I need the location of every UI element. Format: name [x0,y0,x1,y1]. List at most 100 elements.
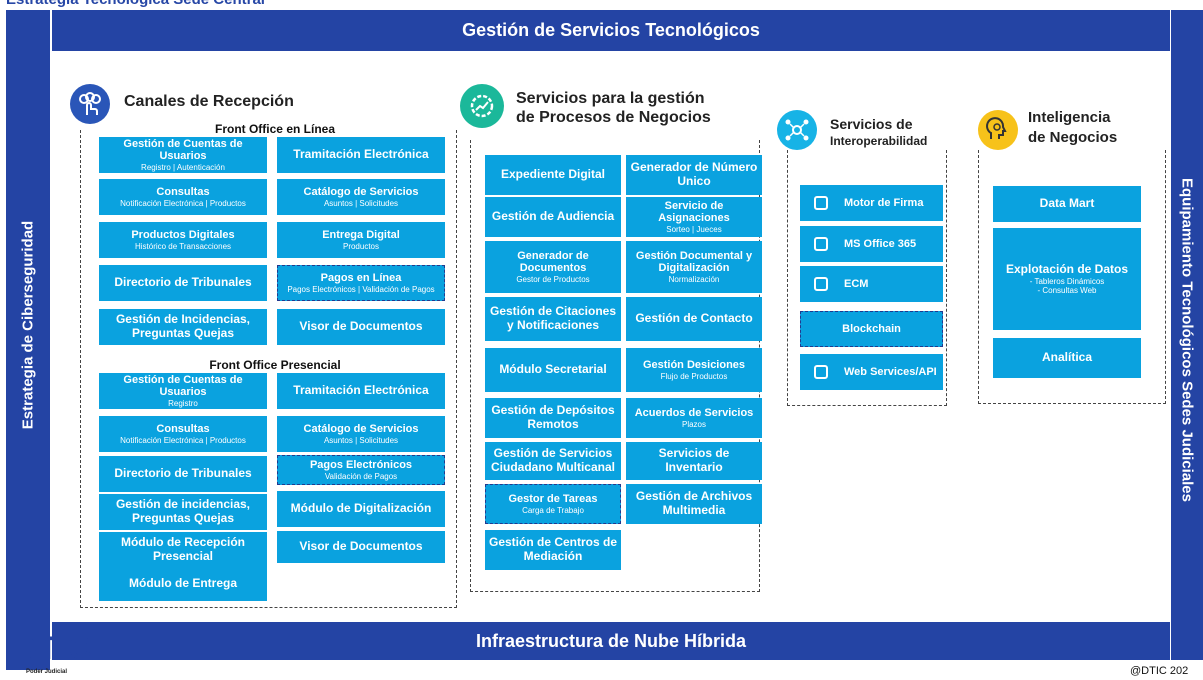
service-tile-label: Servicios de Inventario [658,446,730,474]
service-tile-label: Gestión de Cuentas de Usuarios [123,373,243,399]
interop-tile[interactable]: Blockchain [800,311,943,347]
service-tile-label: Gestión de Contacto [635,311,753,326]
service-tile[interactable]: Gestión de Contacto [626,297,762,341]
service-tile-sublabel: Plazos [681,419,706,429]
gear-chart-icon [460,84,504,128]
document-gear-icon [812,275,830,293]
presencial-title: Front Office Presencial [209,358,341,372]
hand-touch-icon [70,84,110,124]
service-tile[interactable]: Tramitación Electrónica [277,137,445,173]
service-tile-sublabel: Pagos Electrónicos | Validación de Pagos [287,284,435,294]
service-tile-label: Consultas [156,423,210,436]
interop-tile[interactable]: MS Office 365 [800,226,943,262]
cybersecurity-band: Estrategia de Ciberseguridad [6,10,50,670]
service-tile[interactable]: Módulo de Digitalización [277,491,445,527]
service-tile-label: Gestión de Incidencias, Preguntas Quejas [115,312,251,340]
service-tile-label: Módulo Secretarial [499,362,607,377]
interop-tile-label: Blockchain [842,322,901,335]
service-tile-label: Entrega Digital [322,229,400,242]
interop-tile[interactable]: Web Services/API [800,354,943,390]
service-tile[interactable]: Gestión de incidencias, Preguntas Quejas [99,494,267,530]
service-tile-label: Módulo de Recepción Presencial [120,535,245,563]
service-tile[interactable]: Gestión de Incidencias, Preguntas Quejas [99,309,267,345]
service-tile-label: Gestión Desiciones [642,359,746,372]
cropped-top-title: Estrategia Tecnológica Sede Central [0,0,520,8]
interop-tile[interactable]: Motor de Firma [800,185,943,221]
service-tile[interactable]: Expediente Digital [485,155,621,195]
service-tile[interactable]: Gestión de Audiencia [485,197,621,237]
interop-title-2: Interoperabilidad [830,134,928,148]
service-tile-label: Data Mart [1039,196,1095,211]
service-tile-label: Catálogo de Servicios [303,423,419,436]
service-tile[interactable]: Directorio de Tribunales [99,456,267,492]
interop-frame [787,150,947,406]
interop-tile[interactable]: ECM [800,266,943,302]
service-tile-label: Gestión de Archivos Multimedia [635,489,753,517]
service-tile[interactable]: Visor de Documentos [277,531,445,563]
service-tile-label: Acuerdos de Servicios [634,407,754,420]
service-tile[interactable]: Gestión de Centros de Mediación [485,530,621,570]
service-tile-sublabel: Normalización [668,275,720,285]
service-tile-label: Módulo de Digitalización [290,501,432,516]
service-tile-label: Gestión de Centros de Mediación [488,535,618,563]
service-tile-label: Explotación de Datos [1005,261,1129,276]
interop-tile-label: MS Office 365 [844,237,917,250]
service-tile[interactable]: Explotación de Datos- Tableros Dinámicos… [993,228,1141,330]
service-tile-label: Visor de Documentos [299,319,423,334]
service-tile-label: Gestión de Depósitos Remotos [491,403,615,431]
cloud-band: Infraestructura de Nube Híbrida [52,622,1170,660]
service-tile-label: Directorio de Tribunales [114,466,252,481]
service-tile[interactable]: Módulo de Recepción Presencial [99,532,267,568]
service-tile[interactable]: Gestión de Archivos Multimedia [626,484,762,524]
service-tile-label: Productos Digitales [131,229,235,242]
service-tile[interactable]: Módulo de Entrega [99,567,267,601]
service-tile-label: Pagos Electrónicos [309,459,413,472]
service-tile[interactable]: Data Mart [993,186,1141,222]
logo-subtitle: Poder Judicial [26,669,68,675]
service-tile[interactable]: Gestión de Citaciones y Notificaciones [485,297,621,341]
bi-frame [978,150,1166,404]
dtic-logo: DTIC [14,630,93,666]
interop-tile-label: ECM [844,277,869,290]
service-tile[interactable]: Módulo Secretarial [485,348,621,392]
procesos-title-2: de Procesos de Negocios [516,109,711,126]
service-tile[interactable]: Generador de Número Unico [626,155,762,195]
service-tile-sublabel: Registro | Autenticación [141,163,225,173]
service-tile[interactable]: Directorio de Tribunales [99,265,267,301]
services-band: Gestión de Servicios Tecnológicos [52,10,1170,51]
service-tile[interactable]: Servicios de Inventario [626,442,762,480]
service-tile-label: Gestión Documental y Digitalización [635,249,753,275]
service-tile-label: Pagos en Línea [320,272,402,285]
service-tile[interactable]: Analítica [993,338,1141,378]
service-tile[interactable]: Visor de Documentos [277,309,445,345]
interop-tile-label: Motor de Firma [844,196,924,209]
service-tile-sublabel: Sorteo | Jueces [666,225,722,235]
service-tile-label: Generador de Número Unico [630,160,758,188]
canales-title: Canales de Recepción [124,93,294,110]
interop-title-1: Servicios de [830,116,913,132]
service-tile-label: Generador de Documentos [517,249,589,275]
service-tile[interactable]: Gestión de Depósitos Remotos [485,398,621,438]
service-tile-sublabel: Histórico de Transacciones [134,241,232,251]
service-tile-label: Visor de Documentos [299,539,423,554]
service-tile[interactable]: Tramitación Electrónica [277,373,445,409]
service-tile[interactable]: Gestión de Servicios Ciudadano Multicana… [485,442,621,480]
office-icon [812,235,830,253]
service-tile-label: Tramitación Electrónica [293,383,429,398]
